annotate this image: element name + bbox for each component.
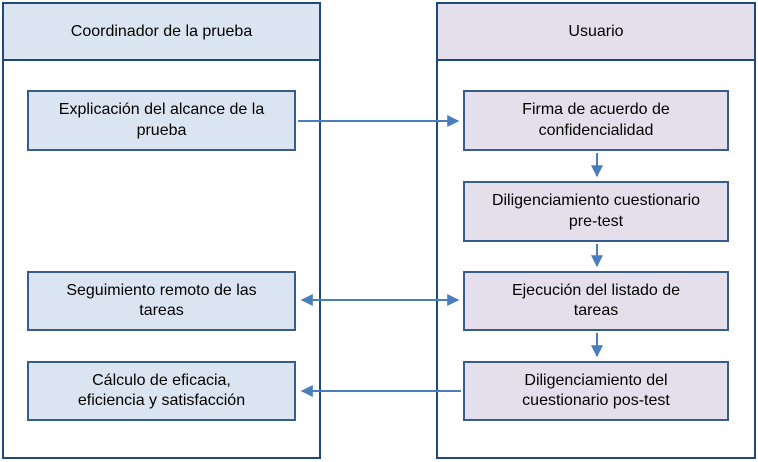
node-cuestionario-pretest-label: Diligenciamiento cuestionario pre-test xyxy=(491,192,701,230)
node-explicacion-alcance-label: Explicación del alcance de la prueba xyxy=(58,101,265,139)
lane-user-title: Usuario xyxy=(568,22,624,40)
lane-coordinator-header: Coordinador de la prueba xyxy=(4,4,319,61)
node-seguimiento-remoto-label: Seguimiento remoto de las tareas xyxy=(66,281,257,319)
node-seguimiento-remoto: Seguimiento remoto de las tareas xyxy=(27,271,296,331)
node-firma-acuerdo: Firma de acuerdo de confidencialidad xyxy=(463,90,729,151)
lane-user-header: Usuario xyxy=(438,4,754,61)
node-ejecucion-tareas-label: Ejecución del listado de tareas xyxy=(511,281,681,319)
node-cuestionario-postest-label: Diligenciamiento del cuestionario pos-te… xyxy=(522,371,670,409)
node-calculo-eficacia: Cálculo de eficacia, eficiencia y satisf… xyxy=(27,361,296,421)
node-calculo-eficacia-label: Cálculo de eficacia, eficiencia y satisf… xyxy=(77,371,246,409)
node-firma-acuerdo-label: Firma de acuerdo de confidencialidad xyxy=(522,101,670,139)
node-cuestionario-postest: Diligenciamiento del cuestionario pos-te… xyxy=(463,361,729,421)
lane-coordinator-title: Coordinador de la prueba xyxy=(70,22,253,40)
node-explicacion-alcance: Explicación del alcance de la prueba xyxy=(27,90,296,151)
node-ejecucion-tareas: Ejecución del listado de tareas xyxy=(463,271,729,331)
node-cuestionario-pretest: Diligenciamiento cuestionario pre-test xyxy=(463,181,729,242)
